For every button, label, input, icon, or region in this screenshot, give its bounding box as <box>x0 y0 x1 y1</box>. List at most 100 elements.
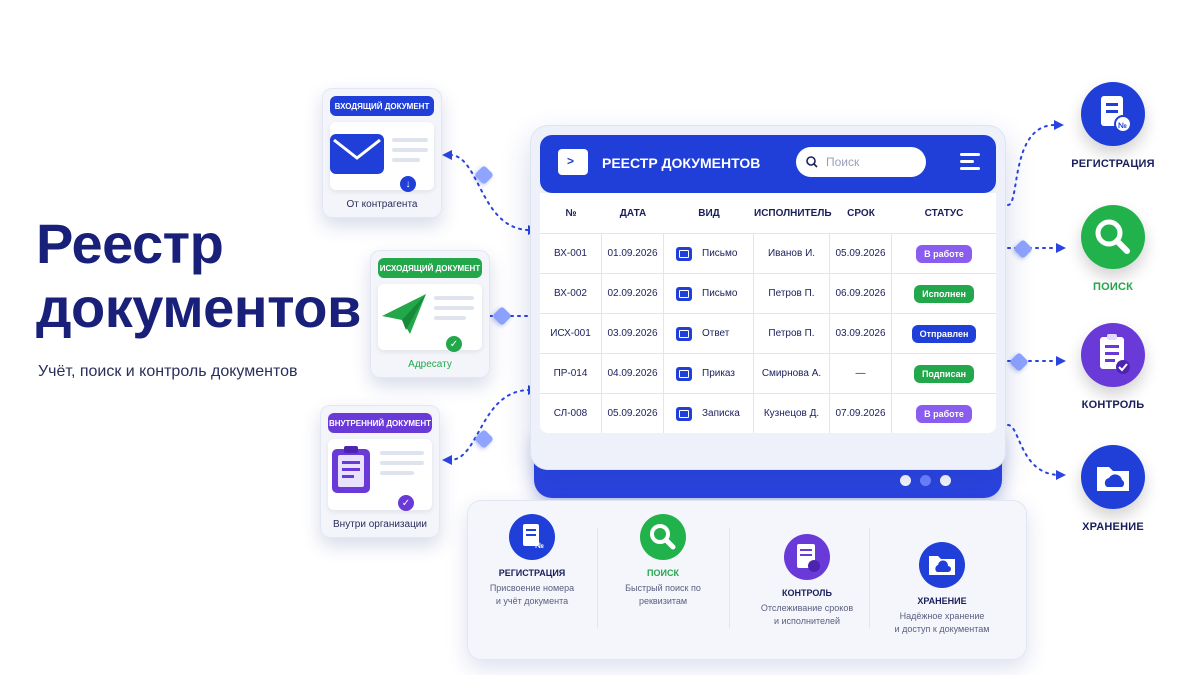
paper-plane-icon <box>676 326 692 341</box>
doc-date: 02.09.2026 <box>602 274 664 313</box>
page-title: Реестр документов <box>36 212 361 340</box>
table-row[interactable]: СЛ-008 05.09.2026 Записка Кузнецов Д. 07… <box>540 393 996 433</box>
search-placeholder: Поиск <box>826 155 860 169</box>
title-line-2: документов <box>36 276 361 339</box>
search-input[interactable]: Поиск <box>796 147 926 177</box>
column-header[interactable]: ВИД <box>698 207 720 219</box>
table-row[interactable]: ПР-014 04.09.2026 Приказ Смирнова А. — П… <box>540 353 996 393</box>
doc-date: 03.09.2026 <box>602 314 664 353</box>
feature-registration[interactable]: № РЕГИСТРАЦИЯ <box>1068 82 1158 170</box>
document-number-icon: № <box>509 514 555 560</box>
card-tag: Входящий документ <box>330 96 434 116</box>
column-header[interactable]: ДАТА <box>619 207 647 219</box>
doc-kind: Письмо <box>702 288 738 299</box>
title-line-1: Реестр <box>36 212 224 275</box>
column-header[interactable]: № <box>565 207 577 219</box>
status-badge: Подписан <box>913 364 975 383</box>
status-badge: В работе <box>916 404 972 423</box>
card-tag: Внутренний документ <box>328 413 432 433</box>
feature-label: КОНТРОЛЬ <box>1081 399 1145 411</box>
status-badge: В работе <box>916 244 972 263</box>
table-row[interactable]: ВХ-002 02.09.2026 Письмо Петров П. 06.09… <box>540 273 996 313</box>
documents-table: № ДАТА ВИД ИСПОЛНИТЕЛЬ СРОК СТАТУС ВХ-00… <box>540 193 996 433</box>
folder-icon <box>558 149 588 175</box>
doc-date: 04.09.2026 <box>602 354 664 393</box>
feature-search[interactable]: ПОИСК <box>1068 205 1158 293</box>
feature-storage[interactable]: ХРАНЕНИЕ <box>1068 445 1158 533</box>
check-icon: ✓ <box>398 495 414 511</box>
download-icon: ↓ <box>400 176 416 192</box>
checklist-icon <box>1081 323 1145 387</box>
outgoing-document-card: Исходящий документ ✓ Адресату <box>370 250 490 378</box>
doc-due: 06.09.2026 <box>830 274 892 313</box>
right-connectors <box>1007 120 1066 480</box>
incoming-document-card: Входящий документ ↓ От контрагента <box>322 88 442 218</box>
doc-date: 05.09.2026 <box>602 394 664 433</box>
document-icon <box>676 366 692 381</box>
status-badge: Исполнен <box>914 284 974 303</box>
magnifier-icon <box>1081 205 1145 269</box>
envelope-icon <box>676 286 692 301</box>
doc-number: ВХ-002 <box>540 274 602 313</box>
status-badge: Отправлен <box>911 324 977 343</box>
doc-number: СЛ-008 <box>540 394 602 433</box>
doc-number: ПР-014 <box>540 354 602 393</box>
table-row[interactable]: ИСХ-001 03.09.2026 Ответ Петров П. 03.09… <box>540 313 996 353</box>
feature-label: ПОИСК <box>1092 281 1134 293</box>
doc-date: 01.09.2026 <box>602 234 664 273</box>
column-header[interactable]: СТАТУС <box>924 207 964 219</box>
doc-due: — <box>830 354 892 393</box>
pagination-dot[interactable] <box>920 475 931 486</box>
table-header: № ДАТА ВИД ИСПОЛНИТЕЛЬ СРОК СТАТУС <box>540 193 996 233</box>
feature-label: РЕГИСТРАЦИЯ <box>1071 158 1155 170</box>
pagination-dot[interactable] <box>940 475 951 486</box>
envelope-icon <box>330 134 384 174</box>
doc-kind: Приказ <box>702 368 735 379</box>
doc-executor: Петров П. <box>754 274 830 313</box>
registry-window: РЕЕСТР ДОКУМЕНТОВ Поиск № ДАТА ВИД ИСПОЛ… <box>530 125 1006 470</box>
panel-title: КОНТРОЛЬ <box>782 588 832 598</box>
card-caption: От контрагента <box>346 199 418 210</box>
clipboard-icon <box>332 446 370 493</box>
doc-due: 05.09.2026 <box>830 234 892 273</box>
feature-control[interactable]: КОНТРОЛЬ <box>1068 323 1158 411</box>
pagination-dot[interactable] <box>900 475 911 486</box>
window-title: РЕЕСТР ДОКУМЕНТОВ <box>602 155 761 171</box>
svg-text:№: № <box>1118 121 1127 130</box>
panel-title: ПОИСК <box>647 568 679 578</box>
card-caption: Адресату <box>408 359 452 370</box>
card-tag: Исходящий документ <box>378 258 482 278</box>
doc-executor: Смирнова А. <box>754 354 830 393</box>
check-icon: ✓ <box>446 336 462 352</box>
feature-label: ХРАНЕНИЕ <box>1082 521 1144 533</box>
doc-executor: Петров П. <box>754 314 830 353</box>
menu-icon[interactable] <box>960 153 980 171</box>
doc-number: ИСХ-001 <box>540 314 602 353</box>
magnifier-icon <box>640 514 686 560</box>
panel-title: РЕГИСТРАЦИЯ <box>498 568 566 578</box>
card-caption: Внутри организации <box>333 519 427 530</box>
panel-title: ХРАНЕНИЕ <box>917 596 967 606</box>
cloud-folder-icon <box>1081 445 1145 509</box>
doc-due: 03.09.2026 <box>830 314 892 353</box>
column-header[interactable]: ИСПОЛНИТЕЛЬ <box>754 207 832 219</box>
checklist-icon <box>784 534 830 580</box>
paper-plane-icon <box>382 294 426 334</box>
page-subtitle: Учёт, поиск и контроль документов <box>38 363 298 380</box>
column-header[interactable]: СРОК <box>847 207 875 219</box>
doc-kind: Ответ <box>702 328 730 339</box>
table-row[interactable]: ВХ-001 01.09.2026 Письмо Иванов И. 05.09… <box>540 233 996 273</box>
svg-text:№: № <box>535 541 544 550</box>
search-icon <box>806 156 818 168</box>
internal-document-card: Внутренний документ ✓ Внутри организации <box>320 405 440 538</box>
doc-executor: Иванов И. <box>754 234 830 273</box>
